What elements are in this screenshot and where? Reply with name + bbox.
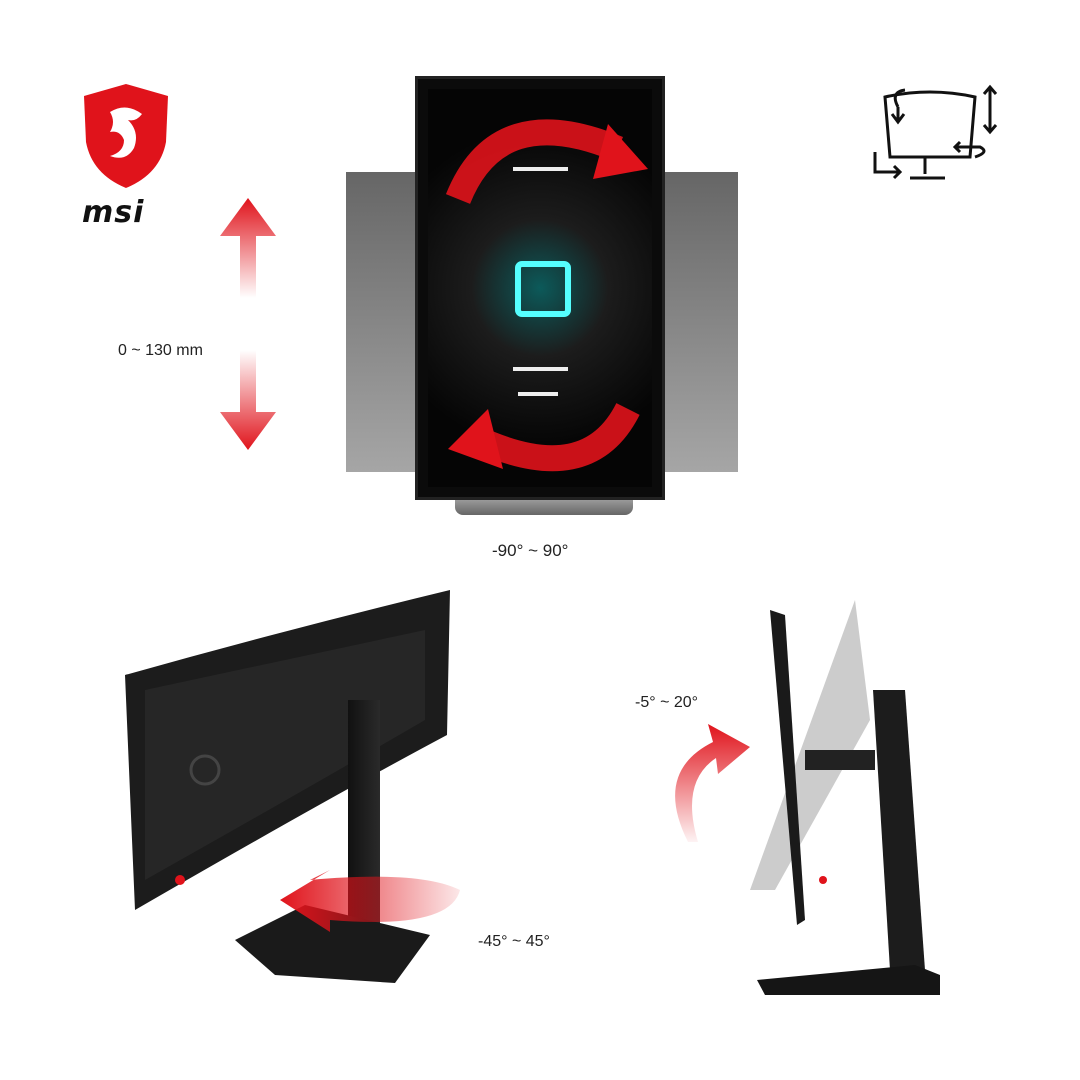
tilt-arrow-icon [658,712,753,847]
monitor-back-view [125,590,455,920]
height-adjust-label: 0 ~ 130 mm [118,342,203,359]
down-arrow-icon [218,350,278,455]
ergonomic-adjust-icon [870,82,1000,187]
swivel-label: -45° ~ 45° [478,933,550,950]
up-arrow-icon [218,198,278,303]
portrait-monitor [415,76,665,500]
monitor-stand-foot [235,905,435,985]
pivot-label: -90° ~ 90° [492,541,569,560]
tilt-label: -5° ~ 20° [635,694,699,711]
monitor-side-view [745,600,945,1000]
msi-dragon-shield-logo [80,82,172,190]
swivel-arrow-icon [270,860,470,945]
brand-wordmark: msi [82,195,145,230]
monitor-stand-base [455,495,633,515]
